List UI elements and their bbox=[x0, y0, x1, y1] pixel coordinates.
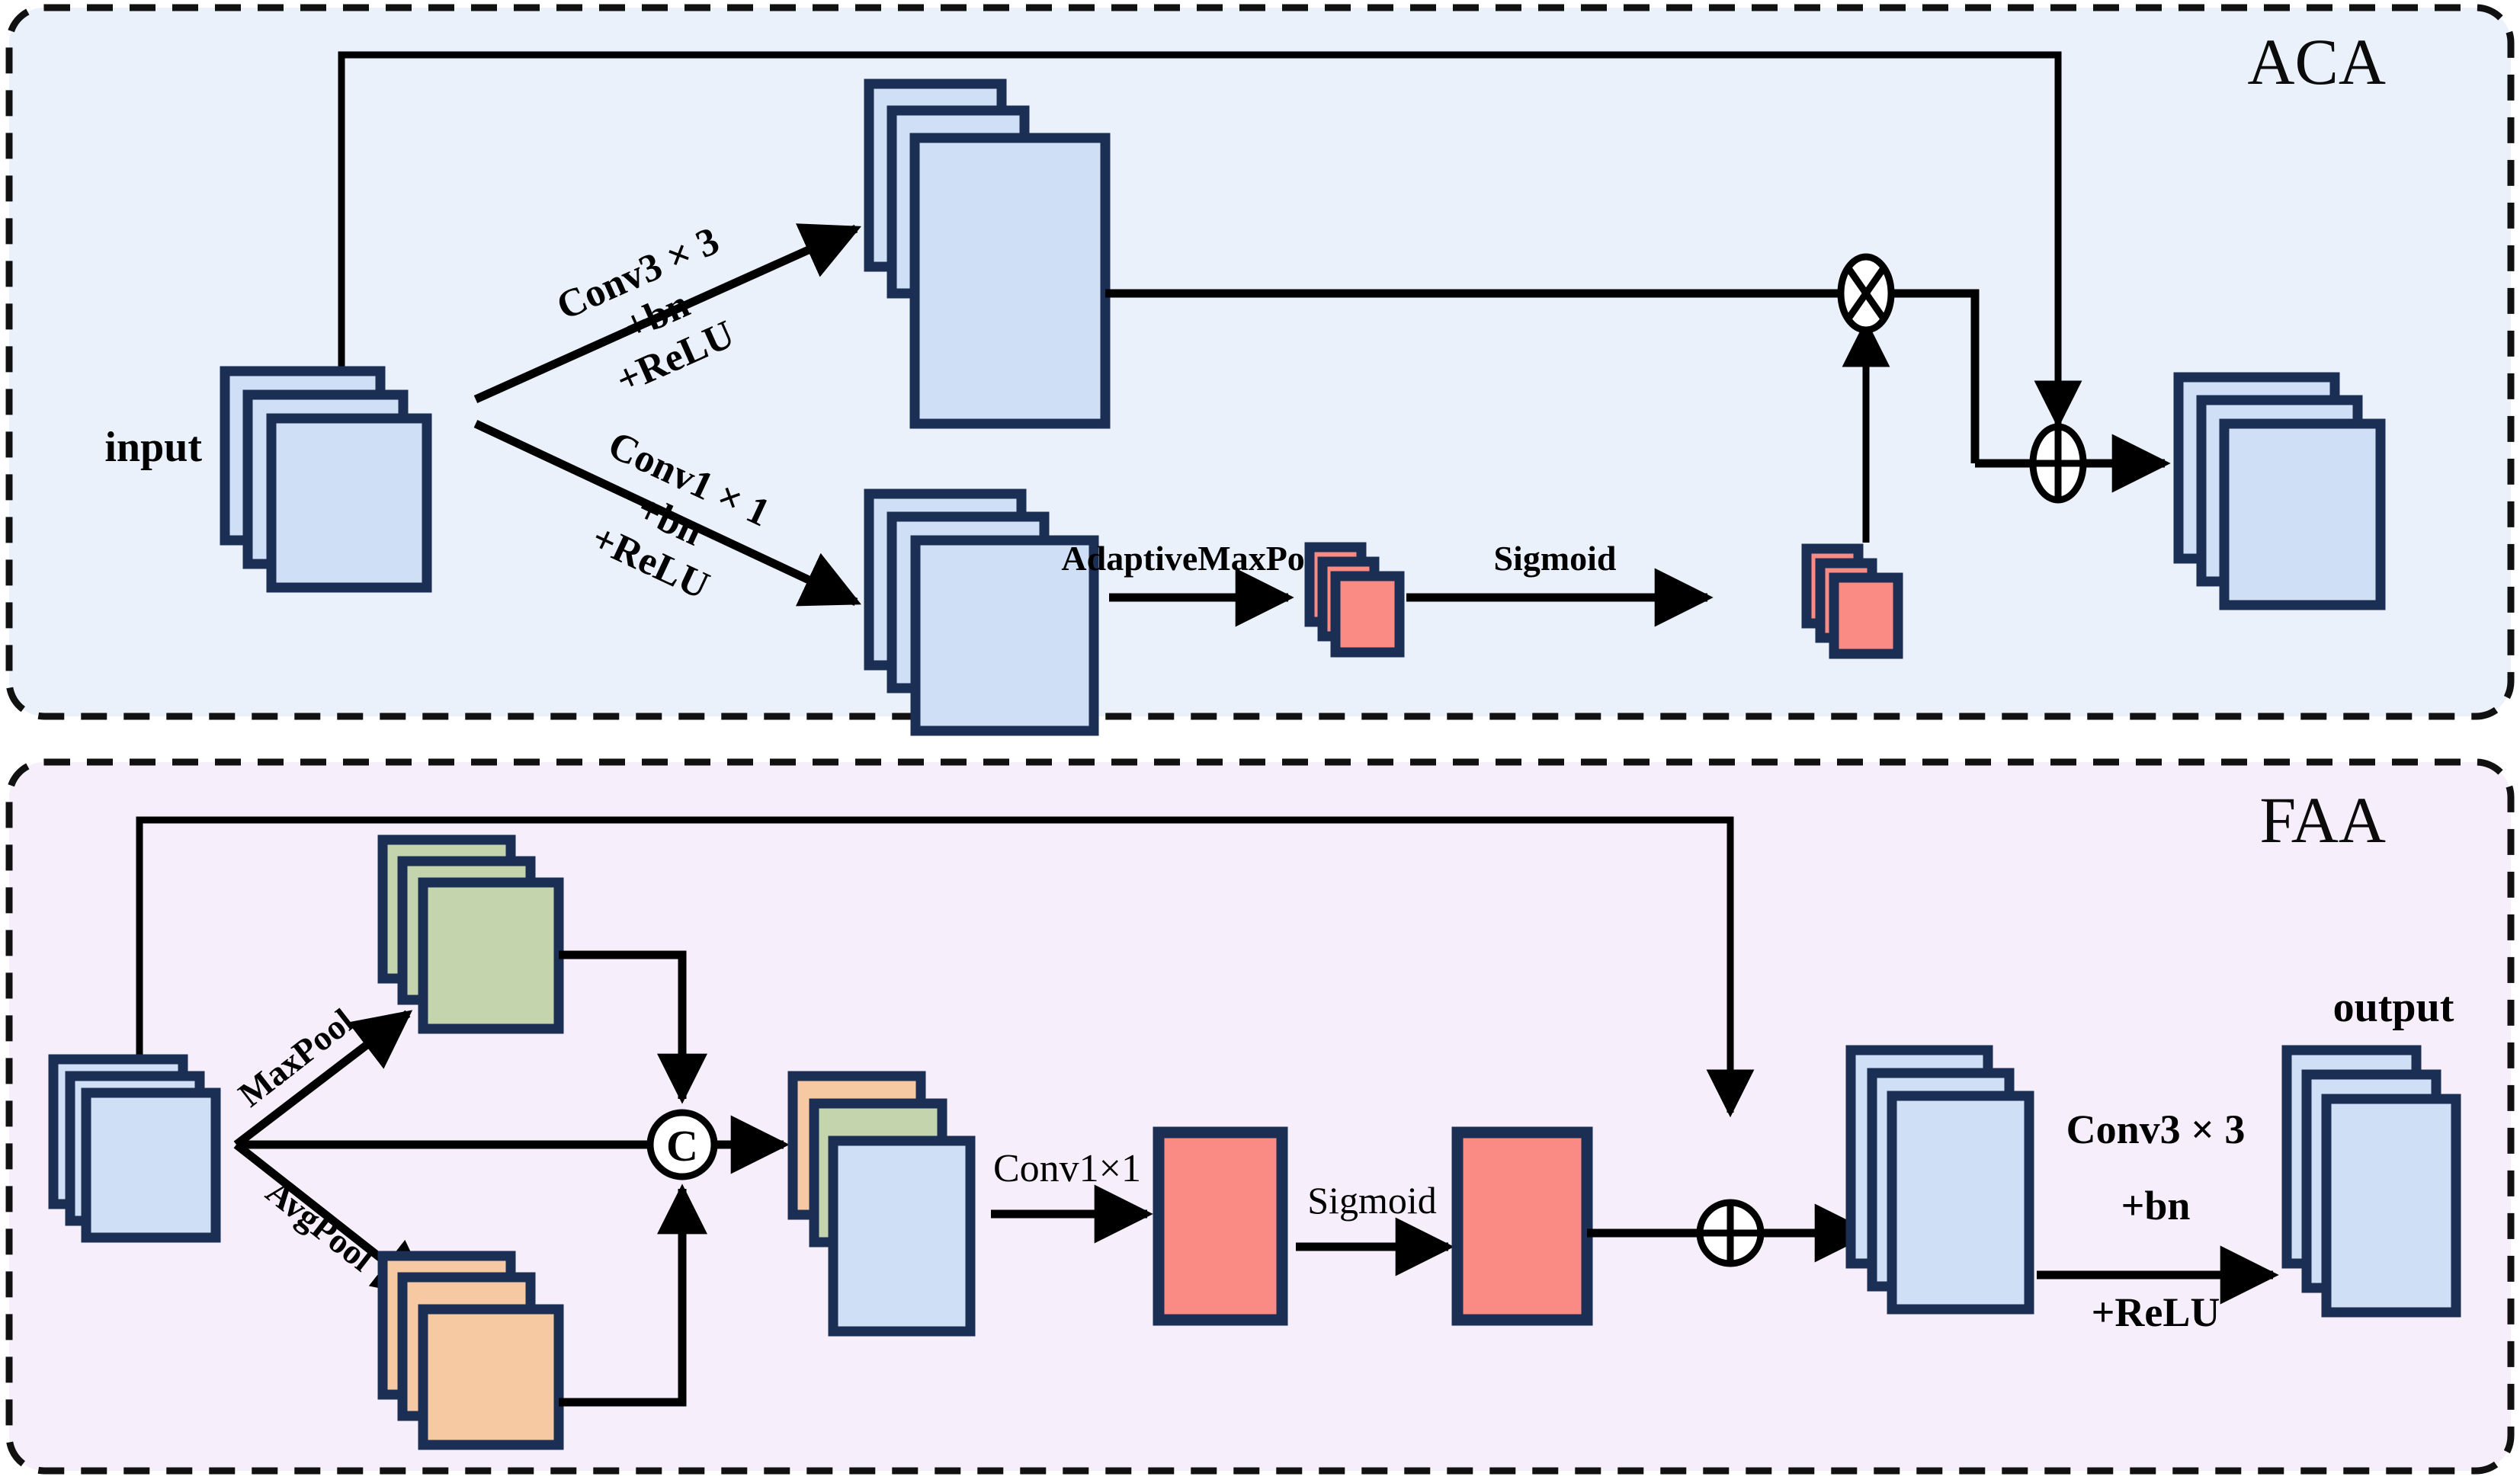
faa-conv3x3-label: Conv3 × 3 +bn +ReLU bbox=[2066, 1107, 2246, 1335]
aca-top-branch-featuremap bbox=[864, 78, 1111, 429]
faa-input-featuremap bbox=[48, 1054, 221, 1243]
faa-sigmoid-label: Sigmoid bbox=[1307, 1179, 1436, 1222]
faa-block-label: FAA bbox=[2259, 783, 2386, 857]
aca-input-featuremap bbox=[220, 366, 432, 593]
faa-output-featuremap bbox=[2281, 1045, 2461, 1318]
aca-adaptivemaxpool-label: AdaptiveMaxPool bbox=[1061, 539, 1332, 578]
aca-sigmoid-label: Sigmoid bbox=[1493, 539, 1616, 578]
faa-sigmoid-featuremap bbox=[1451, 1126, 1593, 1326]
faa-fused-featuremap bbox=[1845, 1045, 2034, 1315]
aca-pooled-featuremap bbox=[1304, 542, 1405, 658]
svg-text:+bn: +bn bbox=[2121, 1183, 2191, 1228]
faa-output-label: output bbox=[2333, 984, 2454, 1031]
faa-avgpool-to-concat-line bbox=[559, 1184, 707, 1407]
faa-avgpool-featuremap bbox=[377, 1251, 564, 1450]
faa-conv1x1-featuremap bbox=[1153, 1126, 1288, 1326]
aca-multiply-to-add-line bbox=[1891, 289, 1980, 463]
faa-panel: FAA MaxPool AvgPool bbox=[5, 758, 2515, 1475]
aca-conv3x3-arrow bbox=[473, 223, 862, 404]
aca-skip-connection bbox=[338, 51, 2082, 429]
aca-output-featuremap bbox=[2173, 372, 2386, 610]
faa-concat-featuremap bbox=[787, 1071, 976, 1337]
aca-input-label: input bbox=[104, 424, 202, 471]
faa-maxpool-arrow bbox=[233, 1010, 413, 1148]
aca-sigmoid-featuremap bbox=[1801, 543, 1903, 659]
aca-add-node bbox=[2029, 423, 2087, 504]
faa-maxpool-featuremap bbox=[377, 834, 564, 1034]
faa-concat-node: C bbox=[646, 1109, 718, 1180]
faa-add-node bbox=[1696, 1199, 1765, 1267]
aca-panel-outline bbox=[5, 4, 2515, 720]
aca-panel: ACA input Conv3 × 3 +bn +ReLU Conv1 × 1 … bbox=[5, 4, 2515, 736]
aca-block-label: ACA bbox=[2247, 25, 2386, 98]
faa-conv1x1-label: Conv1×1 bbox=[993, 1147, 1141, 1190]
faa-skip-connection bbox=[136, 816, 1755, 1118]
faa-concat-symbol: C bbox=[666, 1121, 698, 1171]
aca-bottom-branch-featuremap bbox=[864, 488, 1099, 736]
aca-conv1x1-arrow bbox=[473, 420, 861, 607]
faa-panel-outline bbox=[5, 758, 2515, 1475]
faa-maxpool-to-concat-line bbox=[559, 950, 707, 1104]
svg-text:Conv3 × 3: Conv3 × 3 bbox=[2066, 1107, 2246, 1152]
svg-text:+ReLU: +ReLU bbox=[2092, 1289, 2220, 1335]
aca-multiply-node bbox=[1837, 253, 1895, 334]
